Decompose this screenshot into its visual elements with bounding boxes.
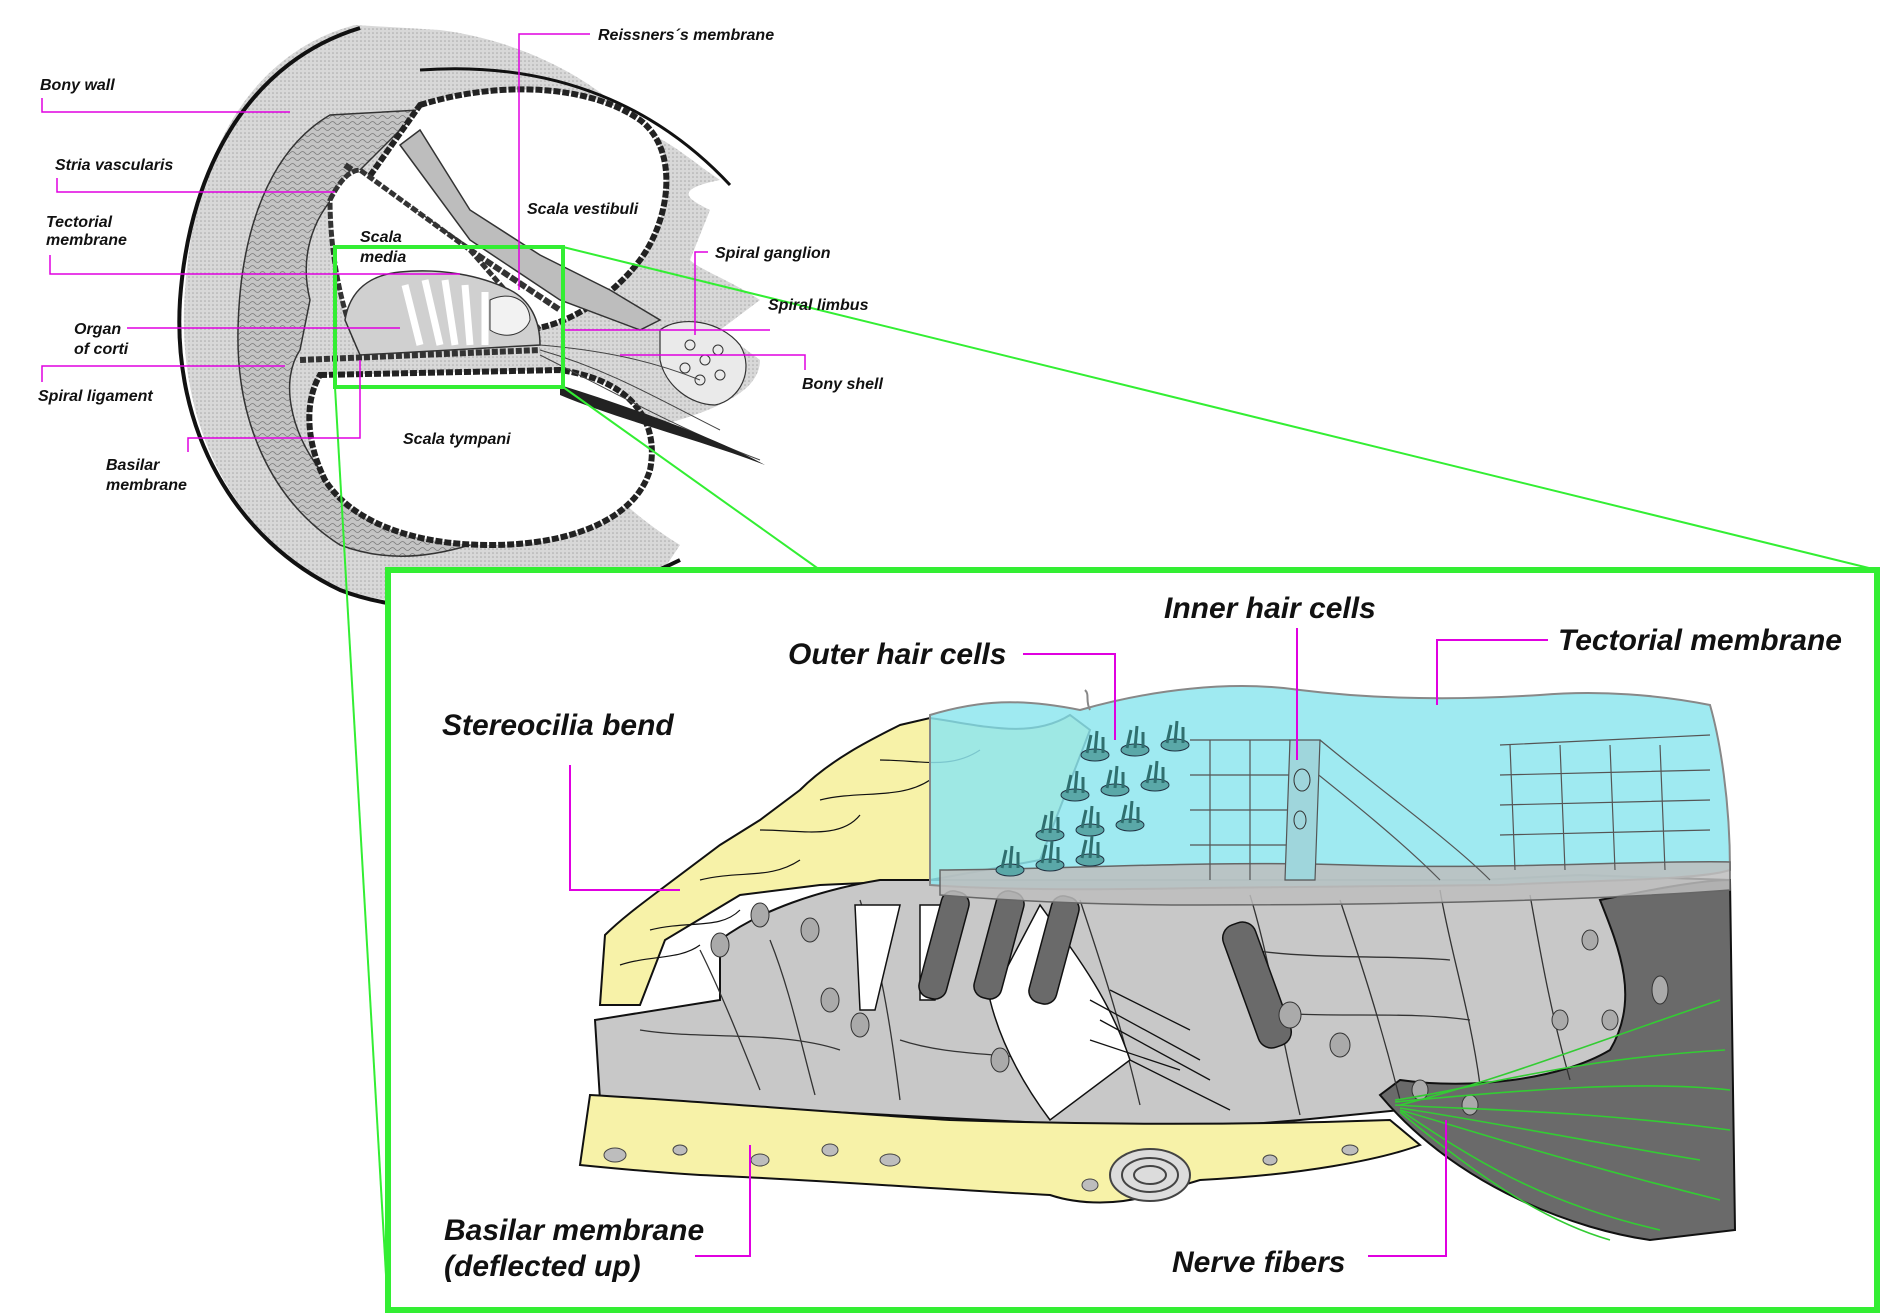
label-organ-of-corti-1: Organ [74,321,121,338]
label-outer-hair-cells: Outer hair cells [788,638,1006,671]
label-reissners-membrane: Reissners´s membrane [598,27,774,44]
label-basilar-membrane-1: Basilar [106,457,160,474]
label-stria-vascularis: Stria vascularis [55,157,173,174]
inner-hair-cell-column [1285,740,1320,880]
label-basilar-membrane-2: (deflected up) [444,1250,641,1283]
blood-vessel [1110,1149,1190,1201]
label-spiral-ligament: Spiral ligament [38,388,153,405]
label-scala-tympani: Scala tympani [403,431,511,448]
label-organ-of-corti-2: of corti [74,341,129,358]
label-bony-shell: Bony shell [802,376,883,393]
label-scala-vestibuli: Scala vestibuli [527,201,639,218]
label-spiral-ganglion: Spiral ganglion [715,245,831,262]
label-bony-wall: Bony wall [40,77,115,94]
label-spiral-limbus: Spiral limbus [768,297,869,314]
label-tectorial-membrane: Tectorial membrane [1558,624,1842,657]
label-basilar-membrane-1: Basilar membrane [444,1214,704,1247]
label-stereocilia-bend: Stereocilia bend [442,709,674,742]
label-basilar-membrane-2: membrane [106,477,187,494]
label-scala-media-1: Scala [360,229,402,246]
label-inner-hair-cells: Inner hair cells [1164,592,1376,625]
label-nerve-fibers: Nerve fibers [1172,1246,1345,1279]
label-tectorial-membrane-1: Tectorial [46,214,113,231]
label-scala-media-2: media [360,249,406,266]
label-tectorial-membrane-2: membrane [46,232,127,249]
